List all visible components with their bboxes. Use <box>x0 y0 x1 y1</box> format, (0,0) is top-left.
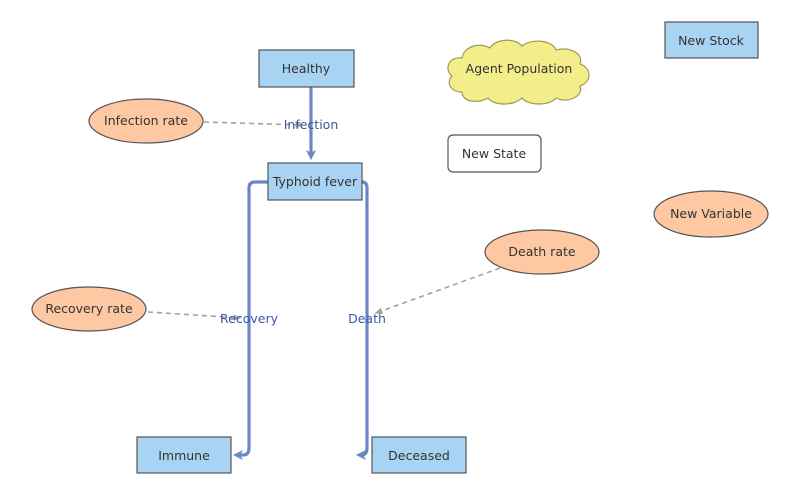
variable-recovery-rate[interactable]: Recovery rate <box>31 286 147 332</box>
variable-recovery-rate-shape[interactable] <box>31 286 147 332</box>
variable-recovery-rate-label: Recovery rate <box>45 301 133 316</box>
link-infection-rate-to-infection[interactable] <box>203 121 304 129</box>
stock-typhoid-fever-label: Typhoid fever <box>272 174 358 189</box>
flow-label-death: Death <box>348 311 386 326</box>
variable-infection-rate[interactable]: Infection rate <box>88 98 204 144</box>
variable-infection-rate-label: Infection rate <box>104 113 188 128</box>
stock-immune-box[interactable] <box>136 436 232 474</box>
link-death-rate-to-death[interactable] <box>374 267 501 314</box>
stock-new-stock-box[interactable] <box>664 21 759 59</box>
stock-new-stock-label: New Stock <box>678 33 745 48</box>
flow-recovery[interactable] <box>232 180 270 461</box>
stock-typhoid-fever-box[interactable] <box>267 162 363 201</box>
stock-new-stock[interactable]: New Stock <box>664 21 759 59</box>
stock-deceased-label: Deceased <box>388 448 450 463</box>
agent-population-label: Agent Population <box>466 61 573 76</box>
stock-deceased-box[interactable] <box>371 436 467 474</box>
stock-healthy[interactable]: Healthy <box>258 49 355 88</box>
variable-death-rate-shape[interactable] <box>484 229 600 275</box>
cloud-shape-icon[interactable] <box>447 39 590 105</box>
stock-healthy-label: Healthy <box>282 61 331 76</box>
stock-healthy-box[interactable] <box>258 49 355 88</box>
stock-typhoid-fever[interactable]: Typhoid fever <box>267 162 363 201</box>
link-recovery-rate-to-recovery[interactable] <box>147 311 242 321</box>
state-new-state-label: New State <box>462 146 527 161</box>
state-new-state-box[interactable] <box>447 134 542 173</box>
flow-label-infection: Infection <box>284 117 339 132</box>
stock-deceased[interactable]: Deceased <box>371 436 467 474</box>
agent-population[interactable]: Agent Population <box>447 39 590 105</box>
variable-infection-rate-shape[interactable] <box>88 98 204 144</box>
variable-new-variable-shape[interactable] <box>653 190 769 238</box>
flow-death[interactable] <box>355 180 369 461</box>
variable-death-rate[interactable]: Death rate <box>484 229 600 275</box>
stock-immune[interactable]: Immune <box>136 436 232 474</box>
variable-death-rate-label: Death rate <box>508 244 575 259</box>
flow-label-recovery: Recovery <box>220 311 279 326</box>
stock-immune-label: Immune <box>158 448 210 463</box>
variable-new-variable[interactable]: New Variable <box>653 190 769 238</box>
variable-new-variable-label: New Variable <box>670 206 752 221</box>
state-new-state[interactable]: New State <box>447 134 542 173</box>
